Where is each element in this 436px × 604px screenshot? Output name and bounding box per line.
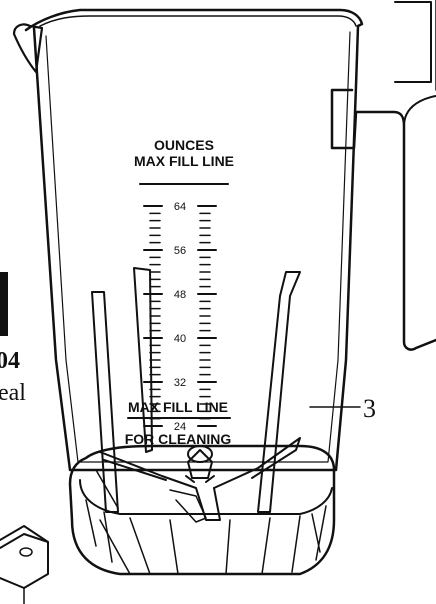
- jar-rim-inner: [39, 15, 357, 27]
- scale-tick-label: 56: [174, 245, 186, 257]
- jar-spout: [12, 23, 44, 74]
- left-partial-object: [0, 272, 49, 604]
- left-callout-number: 04: [0, 348, 20, 374]
- jar-body-outline: [32, 24, 360, 472]
- background-box-frame: [394, 1, 432, 83]
- rib-right: [257, 271, 301, 513]
- max-fill-line-label: MAX FILL LINE: [128, 399, 228, 415]
- rib-center-left: [133, 267, 153, 453]
- measurement-scale: 64 56 48 40 32 24: [143, 201, 217, 433]
- left-callout-word: eal: [0, 380, 26, 406]
- scale-title-ounces: OUNCES: [154, 137, 214, 153]
- scale-tick-label: 24: [174, 421, 186, 433]
- callout-number-3: 3: [363, 394, 376, 423]
- scale-tick-label: 40: [174, 333, 186, 345]
- blade-assembly: [99, 437, 301, 523]
- cleaning-label: FOR CLEANING: [125, 431, 232, 447]
- jar-base: [68, 444, 336, 576]
- scale-tick-label: 64: [174, 201, 186, 213]
- jar-rim: [24, 8, 364, 32]
- scale-tick-label: 48: [174, 289, 186, 301]
- scale-title-max-fill: MAX FILL LINE: [134, 153, 234, 169]
- jar-handle-grip: [403, 95, 436, 127]
- rib-left: [91, 291, 119, 513]
- scale-tick-label: 32: [174, 377, 186, 389]
- jar-body-inner-line: [45, 31, 351, 463]
